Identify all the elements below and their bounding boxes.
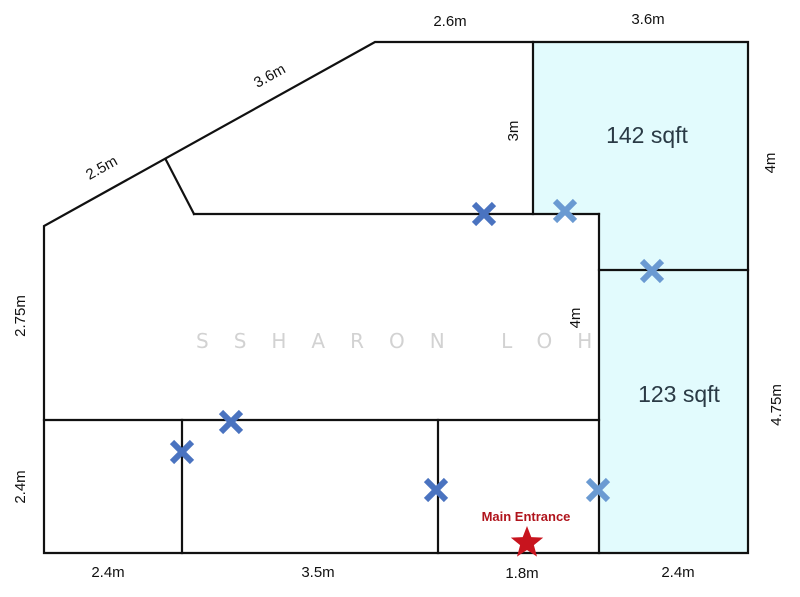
room-mask-left xyxy=(533,214,599,553)
dim-bottom-2: 3.5m xyxy=(301,564,334,581)
entrance-label: Main Entrance xyxy=(482,509,571,524)
outer-wall xyxy=(42,40,750,555)
x-mark-icon xyxy=(169,439,195,465)
x-mark-icon xyxy=(639,258,665,284)
dim-top-left-diagonal: 3.6m xyxy=(251,61,288,92)
dim-bottom-3: 1.8m xyxy=(505,565,538,582)
dim-right-lower: 4.75m xyxy=(768,384,785,426)
x-mark-icon xyxy=(585,477,611,503)
x-mark-icon xyxy=(218,409,244,435)
area-lower-right: 123 sqft xyxy=(638,381,720,407)
dim-top-right: 3.6m xyxy=(631,11,664,28)
dim-top-middle: 2.6m xyxy=(433,13,466,30)
x-mark-icon xyxy=(423,477,449,503)
dim-left-lower-diagonal: 2.5m xyxy=(83,153,120,184)
wall-diagonal-short xyxy=(164,158,196,216)
dim-left-upper: 2.75m xyxy=(12,295,29,337)
watermark: SSHARON LOH xyxy=(196,329,617,353)
dim-bottom-1: 2.4m xyxy=(91,564,124,581)
star-icon xyxy=(510,526,544,557)
x-mark-icon xyxy=(552,198,578,224)
dim-center-vertical-4m: 4m xyxy=(567,308,584,329)
dim-left-lower: 2.4m xyxy=(12,470,29,503)
area-upper-right: 142 sqft xyxy=(606,122,688,148)
dim-inner-vertical-3m: 3m xyxy=(505,121,522,142)
dim-bottom-4: 2.4m xyxy=(661,564,694,581)
dim-right-upper: 4m xyxy=(762,153,779,174)
x-mark-icon xyxy=(471,201,497,227)
